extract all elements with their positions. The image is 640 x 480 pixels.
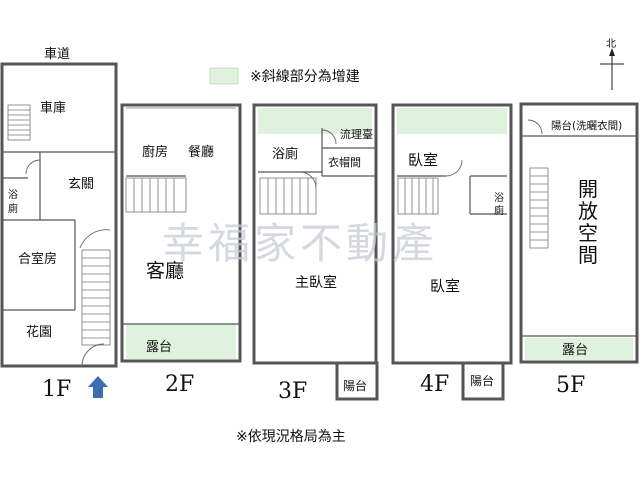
floor-label-3f: 3F [278,379,307,404]
floor-4f: 臥室 臥室 浴廁 陽台 4F [391,103,513,401]
f5-terrace-addon [525,338,633,360]
entry-label: 玄關 [68,177,94,192]
floor-label-5f: 5F [556,373,585,398]
open-space-label: 開放空間 [578,177,598,267]
living-label: 客廳 [146,260,184,282]
f4-bedroom2-label: 臥室 [430,277,460,295]
f4-bedroom1-label: 臥室 [408,151,438,169]
f3-bath-label: 浴廁 [272,146,298,162]
floor-label-4f: 4F [420,372,449,397]
floor-label-1f: 1F [42,377,71,402]
compass-label: 北 [606,38,616,50]
watermark: 幸福家不動產 [162,219,438,268]
f4-addon [397,108,507,134]
master-bedroom-label: 主臥室 [295,274,337,291]
legend-swatch [209,67,239,85]
laundry-label: 流理臺 [340,127,373,141]
floor-label-2f: 2F [165,372,194,397]
f4-bath-label: 浴廁 [494,192,504,217]
f2-terrace-label: 露台 [146,340,172,355]
closet-label: 衣帽間 [328,155,361,169]
f5-balcony-label: 陽台(洗曬衣間) [551,119,622,132]
floor-3f: 浴廁 流理臺 衣帽間 主臥室 陽台 3F [252,103,379,404]
f5-terrace-label: 露台 [562,343,588,358]
garden-label: 花園 [26,324,52,340]
floor-1f: 車道 車庫 玄關 浴廁 [0,47,118,402]
f3-addon [258,108,372,134]
floor-2f: 廚房 餐廳 客廳 露台 2F [120,103,242,397]
garage-label: 車庫 [40,101,66,116]
road-label: 車道 [44,47,70,62]
f3-balcony-label: 陽台 [343,378,367,393]
f1-bath-label: 浴廁 [8,189,18,215]
north-arrow-icon [600,48,624,90]
floor-5f: 陽台(洗曬衣間) 開放空間 露台 5F [519,102,639,398]
f4-balcony-label: 陽台 [470,373,494,388]
up-arrow-icon [88,376,108,398]
footer-note: ※依現況格局為主 [236,429,346,445]
kitchen-label: 廚房 [142,144,168,160]
suite-label: 合室房 [18,251,57,267]
f2-terrace-addon [126,324,236,359]
dining-label: 餐廳 [188,144,214,160]
legend-note: ※斜線部分為增建 [250,69,360,85]
